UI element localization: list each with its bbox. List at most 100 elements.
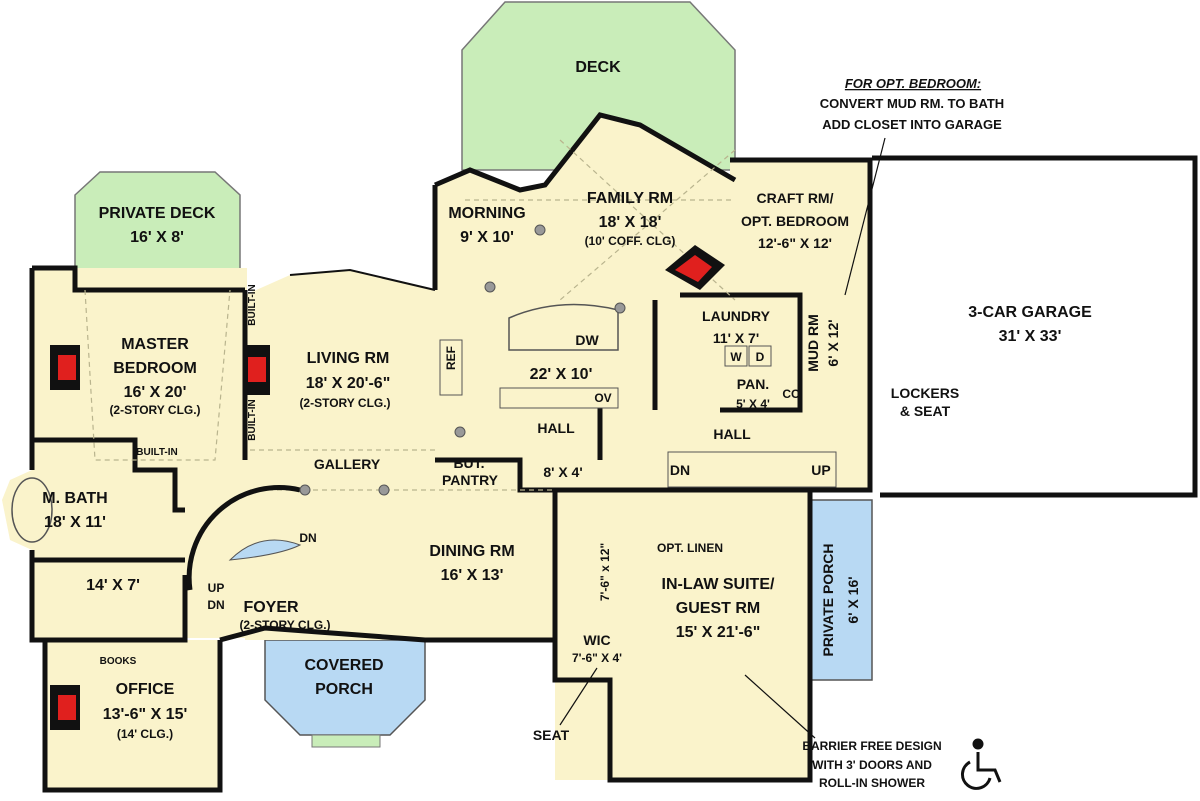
pantry-size: 5' X 4' <box>736 397 770 411</box>
ref-label: REF <box>444 346 458 370</box>
kitchen-island <box>508 303 619 351</box>
barrier-label-1: BARRIER FREE DESIGN <box>802 739 941 753</box>
oven-label: OV <box>594 391 611 405</box>
private-porch-size: 6' X 16' <box>845 576 861 623</box>
inlaw-bath-size: 7'-6" x 12" <box>598 543 612 601</box>
built-in-label-3: BUILT-IN <box>136 447 177 458</box>
washer <box>724 345 748 367</box>
foyer-up-label: UP <box>208 581 225 595</box>
walls <box>29 112 1198 793</box>
books-label: BOOKS <box>100 656 137 667</box>
foyer-note: (2-STORY CLG.) <box>239 618 330 632</box>
fireplace-icon <box>50 245 725 730</box>
mudroom-size: 6' X 12' <box>825 319 841 366</box>
washer-label: W <box>730 350 742 364</box>
office-size: 13'-6" X 15' <box>103 706 188 723</box>
foyer-dn-label: DN <box>299 531 316 545</box>
spiral-staircase <box>186 485 302 591</box>
pantry-label: PAN. <box>737 376 769 392</box>
kitchen-size: 22' X 10' <box>530 366 593 383</box>
wic-label: WIC <box>583 632 610 648</box>
butler-pantry-label-1: BUT. <box>453 455 484 471</box>
butler-pantry-label-2: PANTRY <box>442 472 499 488</box>
mbath-size: 18' X 11' <box>44 514 106 531</box>
master-size: 16' X 20' <box>124 384 187 401</box>
craft-size: 12'-6" X 12' <box>758 235 832 251</box>
laundry-label: LAUNDRY <box>702 308 771 324</box>
living-label: LIVING RM <box>307 350 390 367</box>
dryer-label: D <box>756 350 765 364</box>
note-title: FOR OPT. BEDROOM: <box>845 76 981 91</box>
private-deck-size: 16' X 8' <box>130 229 184 246</box>
master-label-1: MASTER <box>121 336 189 353</box>
dining-size: 16' X 13' <box>441 567 504 584</box>
powder-size: 8' X 4' <box>543 464 582 480</box>
deck-label: DECK <box>575 59 621 76</box>
barrier-leader <box>744 674 816 739</box>
covered-porch-step <box>311 734 381 748</box>
covered-porch-label-2: PORCH <box>315 681 373 698</box>
built-in-label-2: BUILT-IN <box>247 399 258 440</box>
ceiling-lines <box>84 139 736 491</box>
mbath-label: M. BATH <box>42 490 107 507</box>
main-staircase <box>667 451 837 488</box>
family-size: 18' X 18' <box>599 214 662 231</box>
living-size: 18' X 20'-6" <box>306 375 391 392</box>
dining-label: DINING RM <box>429 543 514 560</box>
inlaw-label-1: IN-LAW SUITE/ <box>662 576 775 593</box>
private-deck-label: PRIVATE DECK <box>99 205 216 222</box>
garage-size: 31' X 33' <box>999 328 1062 345</box>
linen-label: OPT. LINEN <box>657 541 723 555</box>
barrier-label-3: ROLL-IN SHOWER <box>819 776 925 790</box>
main-hall-label: HALL <box>713 426 751 442</box>
lockers-label-1: LOCKERS <box>891 385 959 401</box>
house-interior <box>2 115 870 790</box>
seat-label: SEAT <box>533 727 570 743</box>
note-line-1: CONVERT MUD RM. TO BATH <box>820 96 1004 111</box>
foyer-label: FOYER <box>243 599 299 616</box>
deck <box>461 1 736 171</box>
columns <box>299 224 626 496</box>
coat-closet-label: CC <box>782 387 800 401</box>
craft-label-2: OPT. BEDROOM <box>741 213 849 229</box>
dryer <box>748 345 772 367</box>
private-porch <box>809 499 873 681</box>
living-note: (2-STORY CLG.) <box>299 396 390 410</box>
note-line-2: ADD CLOSET INTO GARAGE <box>822 117 1002 132</box>
office-note: (14' CLG.) <box>117 727 173 741</box>
morning-size: 9' X 10' <box>460 229 514 246</box>
garage-area <box>872 158 1195 495</box>
master-note: (2-STORY CLG.) <box>109 403 200 417</box>
garage-label: 3-CAR GARAGE <box>968 304 1092 321</box>
wic-size: 7'-6" X 4' <box>572 651 622 665</box>
oven-counter <box>499 387 619 409</box>
stair-dn-label: DN <box>670 462 690 478</box>
office-label: OFFICE <box>116 681 175 698</box>
built-in-label-1: BUILT-IN <box>247 284 258 325</box>
laundry-size: 11' X 7' <box>713 330 759 346</box>
stair-up-label: UP <box>811 462 830 478</box>
wheelchair-icon <box>960 738 1002 790</box>
morning-label: MORNING <box>448 205 525 222</box>
inlaw-size: 15' X 21'-6" <box>676 624 761 641</box>
foyer-dn2-label: DN <box>207 598 224 612</box>
inlaw-label-2: GUEST RM <box>676 600 760 617</box>
covered-porch-label-1: COVERED <box>304 657 383 674</box>
closet-size: 14' X 7' <box>86 577 140 594</box>
bathtub <box>11 477 53 543</box>
seat-leader <box>559 667 598 726</box>
master-label-2: BEDROOM <box>113 360 197 377</box>
family-label: FAMILY RM <box>587 190 673 207</box>
barrier-label-2: WITH 3' DOORS AND <box>812 758 932 772</box>
gallery-label: GALLERY <box>314 456 381 472</box>
note-leader <box>844 137 886 296</box>
lockers-label-2: & SEAT <box>900 403 951 419</box>
kitchen-hall-label: HALL <box>537 420 575 436</box>
private-porch-label: PRIVATE PORCH <box>820 543 836 656</box>
craft-label-1: CRAFT RM/ <box>757 190 834 206</box>
mudroom-label: MUD RM <box>805 314 821 372</box>
refrigerator <box>439 339 463 396</box>
dishwasher-label: DW <box>575 332 599 348</box>
family-note: (10' COFF. CLG) <box>585 234 676 248</box>
